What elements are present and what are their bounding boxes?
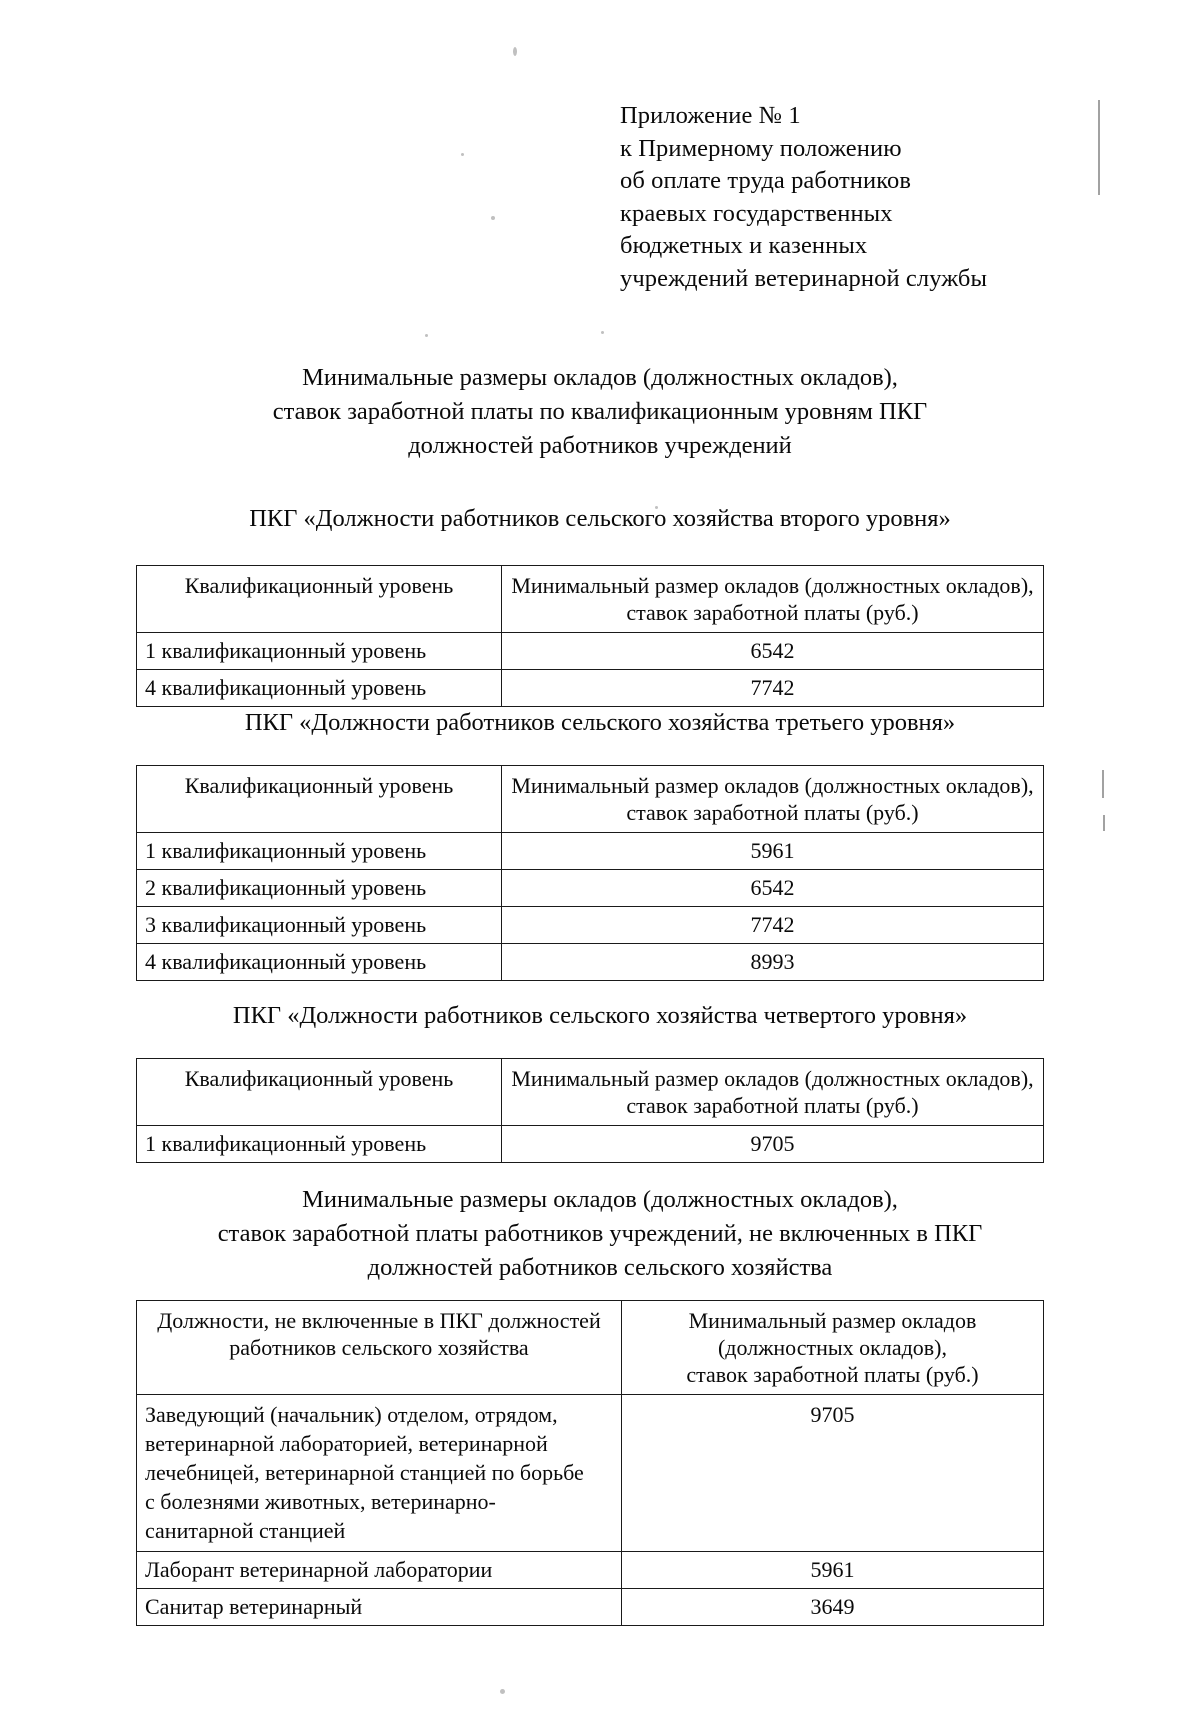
column-header-line-2: ставок заработной платы (руб.) bbox=[626, 800, 919, 825]
position-line-2: ветеринарной лабораторией, ветеринарной bbox=[145, 1431, 548, 1456]
cell-level: 1 квалификационный уровень bbox=[136, 1125, 502, 1163]
position-line-4: с болезнями животных, ветеринарно- bbox=[145, 1489, 496, 1514]
cell-position: Заведующий (начальник) отделом, отрядом,… bbox=[136, 1394, 622, 1552]
header-line-2: об оплате труда работников bbox=[620, 167, 912, 194]
scan-speck bbox=[500, 1689, 505, 1694]
table-row: 1 квалификационный уровень 5961 bbox=[136, 832, 1044, 870]
cell-level: 4 квалификационный уровень bbox=[136, 943, 502, 981]
cell-amount: 5961 bbox=[621, 1551, 1044, 1589]
cell-amount: 7742 bbox=[501, 906, 1044, 944]
table-body: Заведующий (начальник) отделом, отрядом,… bbox=[136, 1394, 1044, 1626]
scan-speck bbox=[461, 153, 464, 156]
title2-line-1: Минимальные размеры окладов (должностных… bbox=[302, 1186, 898, 1213]
title2-line-2: ставок заработной платы работников учреж… bbox=[217, 1220, 983, 1247]
cell-amount: 3649 bbox=[621, 1588, 1044, 1626]
cell-position: Лаборант ветеринарной лаборатории bbox=[136, 1551, 622, 1589]
column-header-minimum-salary: Минимальный размер окладов (должностных … bbox=[501, 1058, 1044, 1126]
cell-amount: 6542 bbox=[501, 869, 1044, 907]
table-row: Санитар ветеринарный 3649 bbox=[136, 1588, 1044, 1626]
title-line-2: ставок заработной платы по квалификацион… bbox=[272, 398, 928, 425]
section-heading-pkg-fourth-level: ПКГ «Должности работников сельского хозя… bbox=[232, 1002, 968, 1029]
header-line-appendix: Приложение № 1 bbox=[620, 102, 801, 129]
table-head: Квалификационный уровень Минимальный раз… bbox=[136, 765, 1044, 833]
table-head: Квалификационный уровень Минимальный раз… bbox=[136, 565, 1044, 633]
table-pkg-fourth-level: Квалификационный уровень Минимальный раз… bbox=[136, 1058, 1044, 1163]
column-header-positions: Должности, не включенные в ПКГ должносте… bbox=[136, 1300, 622, 1395]
scan-speck bbox=[601, 331, 604, 334]
cell-level: 1 квалификационный уровень bbox=[136, 632, 502, 670]
header-line-5: учреждений ветеринарной службы bbox=[620, 264, 988, 292]
cell-amount: 9705 bbox=[621, 1394, 1044, 1552]
table-pkg-second-level: Квалификационный уровень Минимальный раз… bbox=[136, 565, 1044, 707]
table-head: Должности, не включенные в ПКГ должносте… bbox=[136, 1300, 1044, 1395]
column-header-minimum-salary: Минимальный размер окладов (должностных … bbox=[501, 765, 1044, 833]
document-header: Приложение № 1 к Примерному положению об… bbox=[620, 100, 1050, 295]
cell-amount: 8993 bbox=[501, 943, 1044, 981]
title-line-3: должностей работников учреждений bbox=[408, 432, 792, 459]
document-title-secondary: Минимальные размеры окладов (должностных… bbox=[130, 1183, 1070, 1285]
header-line-3: краевых государственных bbox=[620, 199, 893, 227]
table-row: 1 квалификационный уровень 6542 bbox=[136, 632, 1044, 670]
document-title-primary: Минимальные размеры окладов (должностных… bbox=[130, 361, 1070, 463]
scan-speck bbox=[513, 47, 517, 56]
table-header-row: Квалификационный уровень Минимальный раз… bbox=[136, 1058, 1044, 1126]
column-header-line-2: (должностных окладов), bbox=[717, 1335, 947, 1360]
cell-level: 3 квалификационный уровень bbox=[136, 906, 502, 944]
column-header-line-1: Минимальный размер окладов (должностных … bbox=[511, 1066, 1034, 1091]
table-header-row: Квалификационный уровень Минимальный раз… bbox=[136, 565, 1044, 633]
column-header-minimum-salary: Минимальный размер окладов (должностных … bbox=[621, 1300, 1044, 1395]
scan-speck bbox=[425, 334, 428, 337]
cell-amount: 7742 bbox=[501, 669, 1044, 707]
cell-amount: 5961 bbox=[501, 832, 1044, 870]
table-row: Заведующий (начальник) отделом, отрядом,… bbox=[136, 1394, 1044, 1552]
table-row: 1 квалификационный уровень 9705 bbox=[136, 1125, 1044, 1163]
cell-amount: 6542 bbox=[501, 632, 1044, 670]
section-heading-pkg-third-level: ПКГ «Должности работников сельского хозя… bbox=[244, 709, 956, 736]
page-edge-mark bbox=[1102, 770, 1104, 798]
scan-speck bbox=[655, 506, 658, 509]
header-line-4: бюджетных и казенных bbox=[620, 232, 868, 259]
table-body: 1 квалификационный уровень 5961 2 квалиф… bbox=[136, 832, 1044, 981]
cell-position: Санитар ветеринарный bbox=[136, 1588, 622, 1626]
column-header-minimum-salary: Минимальный размер окладов (должностных … bbox=[501, 565, 1044, 633]
column-header-qualification-level: Квалификационный уровень bbox=[136, 565, 502, 633]
header-line-1: к Примерному положению bbox=[620, 134, 902, 162]
position-line-5: санитарной станцией bbox=[145, 1518, 346, 1543]
cell-level: 2 квалификационный уровень bbox=[136, 869, 502, 907]
column-header-line-2: ставок заработной платы (руб.) bbox=[626, 600, 919, 625]
table-row: 4 квалификационный уровень 7742 bbox=[136, 669, 1044, 707]
column-header-qualification-level: Квалификационный уровень bbox=[136, 1058, 502, 1126]
scan-speck bbox=[491, 216, 495, 220]
column-header-qualification-level: Квалификационный уровень bbox=[136, 765, 502, 833]
table-header-row: Квалификационный уровень Минимальный раз… bbox=[136, 765, 1044, 833]
column-header-line-1: Минимальный размер окладов (должностных … bbox=[511, 773, 1034, 798]
table-pkg-third-level: Квалификационный уровень Минимальный раз… bbox=[136, 765, 1044, 981]
table-body: 1 квалификационный уровень 9705 bbox=[136, 1125, 1044, 1163]
column-header-line-2: ставок заработной платы (руб.) bbox=[626, 1093, 919, 1118]
table-row: Лаборант ветеринарной лаборатории 5961 bbox=[136, 1551, 1044, 1589]
table-header-row: Должности, не включенные в ПКГ должносте… bbox=[136, 1300, 1044, 1395]
page-edge-mark bbox=[1103, 815, 1105, 831]
position-line-3: лечебницей, ветеринарной станцией по бор… bbox=[145, 1460, 584, 1485]
cell-level: 4 квалификационный уровень bbox=[136, 669, 502, 707]
table-row: 2 квалификационный уровень 6542 bbox=[136, 869, 1044, 907]
column-header-line-3: ставок заработной платы (руб.) bbox=[686, 1362, 979, 1387]
title2-line-3: должностей работников сельского хозяйств… bbox=[367, 1254, 833, 1281]
cell-amount: 9705 bbox=[501, 1125, 1044, 1163]
section-heading-pkg-second-level: ПКГ «Должности работников сельского хозя… bbox=[249, 505, 951, 532]
table-body: 1 квалификационный уровень 6542 4 квалиф… bbox=[136, 632, 1044, 707]
column-header-line-1: Должности, не включенные в ПКГ должносте… bbox=[157, 1308, 601, 1333]
page-edge-mark bbox=[1098, 100, 1100, 195]
table-positions-not-included: Должности, не включенные в ПКГ должносте… bbox=[136, 1300, 1044, 1626]
table-row: 3 квалификационный уровень 7742 bbox=[136, 906, 1044, 944]
column-header-line-1: Минимальный размер окладов bbox=[688, 1308, 977, 1333]
column-header-line-1: Минимальный размер окладов (должностных … bbox=[511, 573, 1034, 598]
table-head: Квалификационный уровень Минимальный раз… bbox=[136, 1058, 1044, 1126]
position-line-1: Заведующий (начальник) отделом, отрядом, bbox=[145, 1402, 558, 1427]
column-header-line-2: работников сельского хозяйства bbox=[229, 1335, 529, 1360]
cell-level: 1 квалификационный уровень bbox=[136, 832, 502, 870]
title-line-1: Минимальные размеры окладов (должностных… bbox=[302, 364, 898, 391]
table-row: 4 квалификационный уровень 8993 bbox=[136, 943, 1044, 981]
